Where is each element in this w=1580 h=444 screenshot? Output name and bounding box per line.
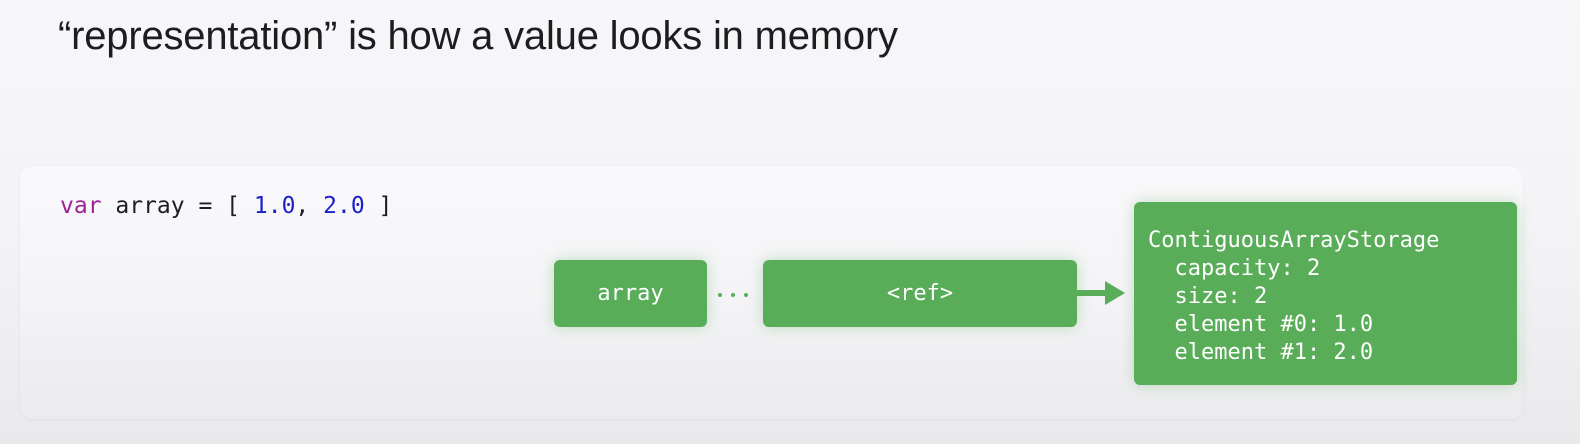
code-identifier: array = [	[101, 193, 254, 219]
code-value-1: 1.0	[253, 193, 296, 219]
code-line: var array = [ 1.0, 2.0 ]	[60, 193, 392, 219]
storage-type-name: ContiguousArrayStorage	[1148, 228, 1440, 253]
code-keyword-var: var	[60, 193, 102, 219]
code-closing-bracket: ]	[364, 193, 393, 219]
slide-title: “representation” is how a value looks in…	[58, 14, 898, 58]
storage-size: size: 2	[1148, 284, 1268, 309]
connector-dot	[731, 293, 735, 297]
array-variable-box: array	[554, 260, 707, 327]
storage-box: ContiguousArrayStorage capacity: 2 size:…	[1134, 202, 1517, 385]
code-separator: ,	[295, 193, 324, 219]
arrow-right-icon	[1077, 281, 1125, 305]
ellipsis-connector	[718, 293, 748, 297]
ref-label: <ref>	[886, 281, 954, 306]
storage-element-0: element #0: 1.0	[1148, 312, 1374, 337]
code-value-2: 2.0	[323, 193, 365, 219]
array-variable-label: array	[597, 281, 664, 306]
storage-capacity: capacity: 2	[1148, 256, 1321, 281]
storage-element-1: element #1: 2.0	[1148, 340, 1374, 365]
connector-dot	[744, 293, 748, 297]
ref-box: <ref>	[763, 260, 1077, 327]
connector-dot	[718, 293, 722, 297]
